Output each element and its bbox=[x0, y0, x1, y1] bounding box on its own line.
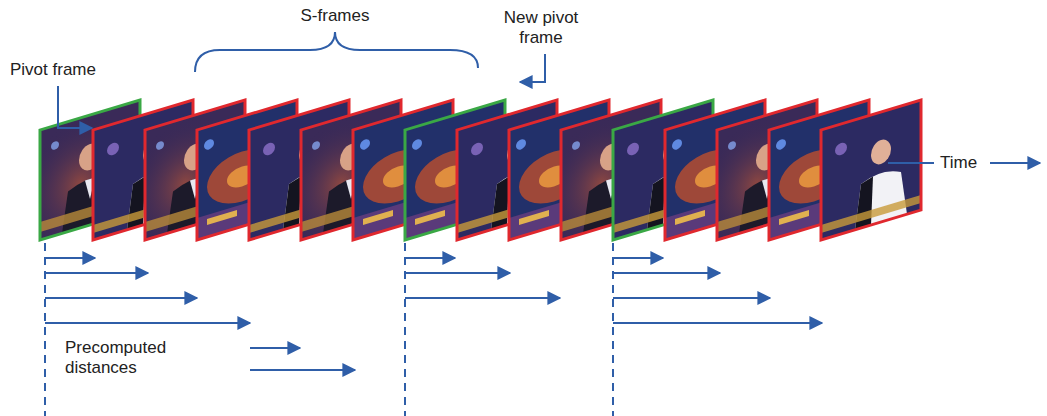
bracket-label: S-frames bbox=[285, 6, 385, 26]
pointer-label: Pivot frame bbox=[10, 60, 96, 80]
axis-label: Time bbox=[940, 153, 977, 173]
pointer-label: New pivot frame bbox=[495, 8, 587, 48]
annotation-label: Precomputed distances bbox=[65, 338, 195, 378]
